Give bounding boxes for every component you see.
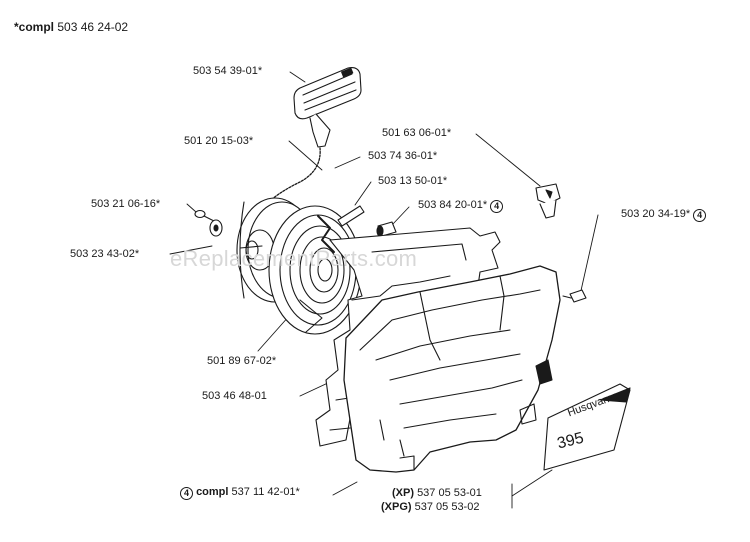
nut-drawing <box>376 221 397 237</box>
label-spring-cassette: 501 89 67-02* <box>207 355 277 367</box>
assembly-header: *compl 503 46 24-02 <box>14 20 128 34</box>
label-rope: 501 20 15-03* <box>184 135 254 147</box>
label-decal-xp-number: 537 05 53-01 <box>417 487 482 499</box>
label-grommet: 501 63 06-01* <box>382 127 452 139</box>
label-guard: 503 46 48-01 <box>202 390 267 402</box>
screw-right-drawing <box>562 289 587 303</box>
label-nut: 503 84 20-01* 4 <box>418 199 504 213</box>
label-cover-prefix: compl <box>196 486 229 498</box>
note-4-circle: 4 <box>180 487 193 500</box>
starter-cover-drawing <box>343 265 561 473</box>
decal-drawing <box>543 383 631 471</box>
label-spring: 503 13 50-01* <box>378 175 448 187</box>
label-decal-xpg-tag: (XPG) <box>381 501 412 513</box>
label-pulley: 503 74 36-01* <box>368 150 438 162</box>
spring-cassette-drawing <box>268 205 362 335</box>
label-decal-xp: (XP) 537 05 53-01 <box>392 487 482 500</box>
label-nut-number: 503 84 20-01* <box>418 199 488 211</box>
note-4-circle: 4 <box>693 209 707 222</box>
spring-strip-drawing <box>337 205 365 227</box>
label-decal-xp-tag: (XP) <box>392 487 414 499</box>
grommet-drawing <box>535 183 561 219</box>
leader-lines <box>169 71 599 509</box>
label-cover: 4 compl 537 11 42-01* <box>180 486 300 500</box>
label-screw-small: 503 21 06-16* <box>91 198 161 210</box>
label-decal-xpg: (XPG) 537 05 53-02 <box>381 501 479 514</box>
label-screw-right: 503 20 34-19* 4 <box>621 208 707 222</box>
watermark: eReplacementParts.com <box>170 246 418 271</box>
label-decal-xpg-number: 537 05 53-02 <box>414 501 480 513</box>
assembly-number: 503 46 24-02 <box>57 20 129 34</box>
label-handle: 503 54 39-01* <box>193 65 263 77</box>
note-4-circle: 4 <box>490 200 504 213</box>
label-washer: 503 23 43-02* <box>70 248 140 260</box>
assembly-prefix: *compl <box>14 20 55 34</box>
screw-washer-drawing <box>194 209 223 237</box>
label-screw-right-number: 503 20 34-19* <box>621 208 691 220</box>
label-cover-number: 537 11 42-01* <box>231 486 300 498</box>
starter-handle-drawing <box>293 67 362 148</box>
